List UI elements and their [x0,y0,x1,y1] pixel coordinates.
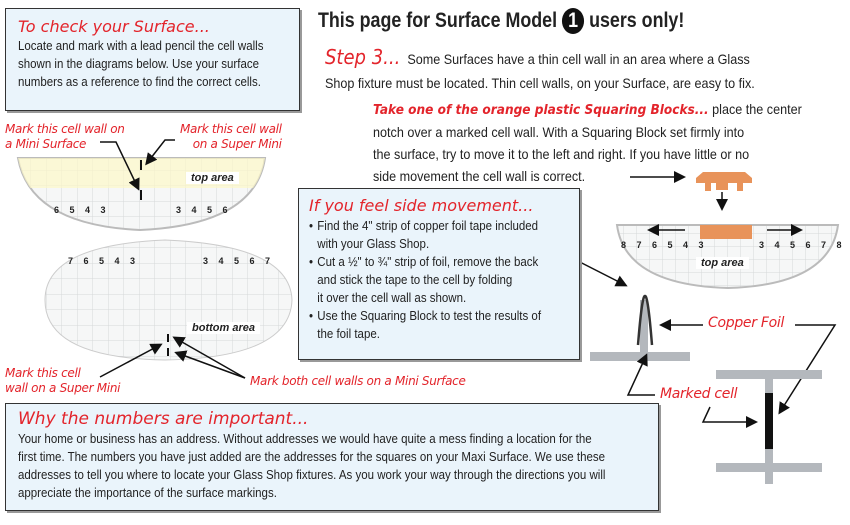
step3-label: Step 3... [325,45,401,69]
step3-text: Shop fixture must be located. Thin cell … [325,75,755,91]
check-line: numbers as a reference to find the corre… [18,75,261,89]
side-step-item: Use the Squaring Block to test the resul… [309,307,576,343]
step3-text: Some Surfaces have a thin cell wall in a… [407,51,750,67]
side-movement-title: If you feel side movement... [309,196,534,215]
instr-text: the surface, try to move it to the left … [373,146,750,162]
orange-lead: Take one of the orange plastic Squaring … [373,102,709,118]
why-line: appreciate the importance of the surface… [18,486,277,500]
cell-numbers: 7 6 5 4 3 [68,256,140,266]
bottom-area-label: bottom area [187,322,260,334]
step3-section: Step 3... Some Surfaces have a thin cell… [325,45,850,95]
cell-numbers: 6 5 4 3 [54,205,110,215]
check-line: Locate and mark with a lead pencil the c… [18,39,264,53]
side-step-item: Cut a ½" to ¾" strip of foil, remove the… [309,253,576,307]
top-area-label: top area [186,172,239,184]
top-surface-diagram [16,139,267,232]
instr-text: notch over a marked cell wall. With a Sq… [373,124,745,140]
why-numbers-box: Why the numbers are important... Your ho… [5,403,659,511]
cell-numbers: 3 4 5 6 7 [203,256,275,266]
side-step-item: Find the 4" strip of copper foil tape in… [309,217,576,253]
foil-diagram [567,255,837,484]
title-suffix: users only! [589,9,685,32]
instr-text: place the center [712,101,802,117]
why-line: Your home or business has an address. Wi… [18,432,592,446]
model-badge: 1 [562,8,585,34]
squaring-block-icon [696,172,752,183]
cell-numbers: 3 4 5 6 7 8 [759,240,846,250]
page-title: This page for Surface Model 1 users only… [318,8,743,34]
title-prefix: This page for Surface Model [318,9,558,32]
why-title: Why the numbers are important... [18,409,309,429]
right-surface-diagram [615,171,840,290]
check-surface-title: To check your Surface... [18,17,210,36]
squaring-block-in-place [700,225,752,239]
why-line: first time. The numbers you have just ad… [18,450,606,464]
why-line: addresses to tell you where to locate yo… [18,468,606,482]
check-surface-box: To check your Surface... Locate and mark… [5,8,300,111]
check-line: shown in the diagrams below. Use your su… [18,57,259,71]
marked-cell-label: Marked cell [660,386,738,402]
cell-numbers: 3 4 5 6 [176,205,232,215]
cell-numbers: 8 7 6 5 4 3 [621,240,708,250]
instr-text: side movement the cell wall is correct. [373,168,586,184]
squaring-block-instructions: Take one of the orange plastic Squaring … [373,98,802,187]
top-area-label: top area [696,257,749,269]
copper-foil-label: Copper Foil [708,315,785,331]
side-movement-box: If you feel side movement... Find the 4"… [298,188,580,360]
bottom-mini-label: Mark both cell walls on a Mini Surface [250,374,466,388]
